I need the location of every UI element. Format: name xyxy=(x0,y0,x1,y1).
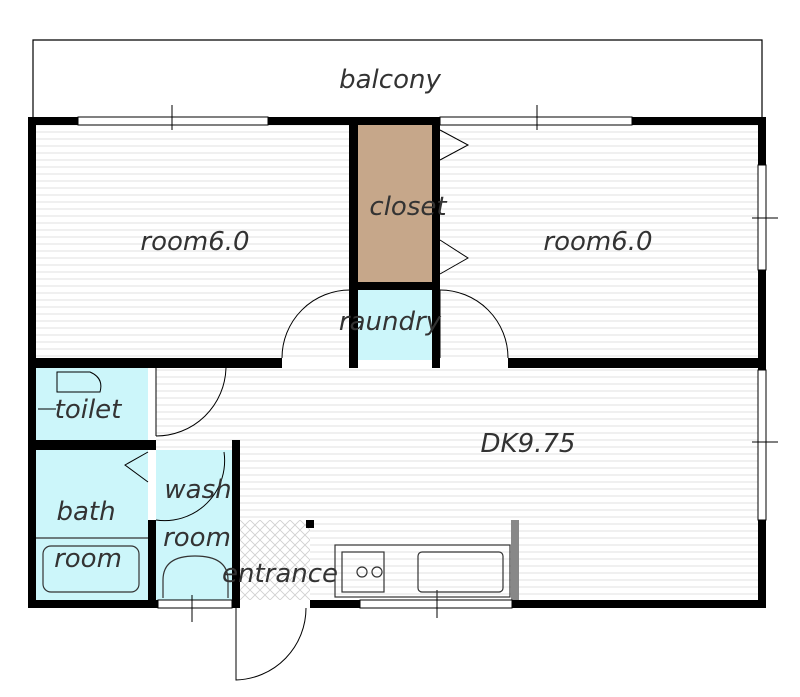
closet-floor xyxy=(358,125,432,282)
toilet-floor xyxy=(36,368,148,440)
kitchen-counter xyxy=(334,544,511,598)
room-right-floor xyxy=(440,125,758,359)
sink xyxy=(417,551,504,593)
bathtub xyxy=(42,545,140,593)
balcony xyxy=(32,39,763,117)
label-bath-room: room xyxy=(54,544,122,574)
label-wash: wash xyxy=(164,475,231,505)
label-entrance: entrance xyxy=(222,559,338,589)
fixtures xyxy=(36,537,511,598)
room-left-floor xyxy=(36,125,350,359)
bath-floor xyxy=(36,450,148,600)
doors xyxy=(38,129,509,681)
label-room-right: room6.0 xyxy=(543,227,652,257)
label-bath: bath xyxy=(56,497,115,527)
label-toilet: toilet xyxy=(55,395,123,425)
washbasin xyxy=(162,555,229,598)
label-wash-room: room xyxy=(163,523,231,553)
label-balcony: balcony xyxy=(339,65,441,95)
windows xyxy=(77,105,778,622)
walls xyxy=(28,117,766,608)
label-room-left: room6.0 xyxy=(140,227,249,257)
wash-room-floor xyxy=(156,450,232,600)
label-laundry: raundry xyxy=(339,307,442,337)
label-dk: DK9.75 xyxy=(481,429,576,459)
stove xyxy=(341,551,385,593)
entrance-floor xyxy=(240,520,310,600)
label-closet: closet xyxy=(369,192,447,222)
laundry-floor xyxy=(358,290,432,360)
